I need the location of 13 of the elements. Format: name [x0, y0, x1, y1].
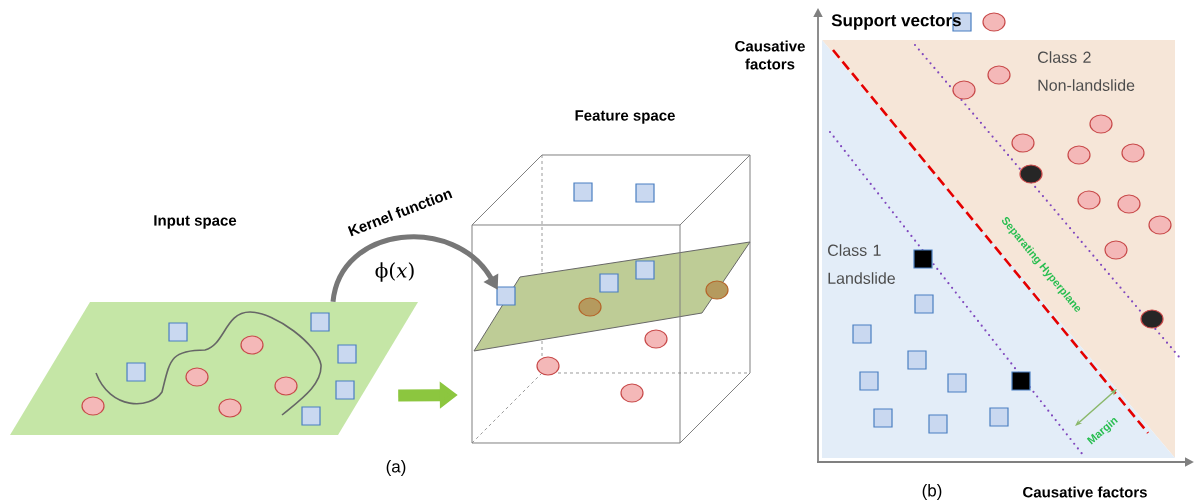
panel-label: (a) — [386, 460, 406, 476]
axis-label: Causative factors — [1023, 486, 1147, 498]
axis-label: Causative factors — [735, 40, 805, 70]
heading: Feature space — [575, 110, 675, 124]
title-text: Support vectors — [831, 14, 961, 30]
input-plane — [10, 302, 418, 435]
cube-drawing — [471, 154, 751, 444]
class-label: Class 1 Landslide — [828, 244, 895, 284]
function-label: ϕ(x) — [375, 262, 414, 282]
panel-label: (b) — [922, 484, 942, 500]
kernel-arrow — [330, 234, 499, 303]
heading: Input space — [154, 215, 237, 229]
class-label: Class 2 Non-landslide — [1038, 51, 1135, 91]
